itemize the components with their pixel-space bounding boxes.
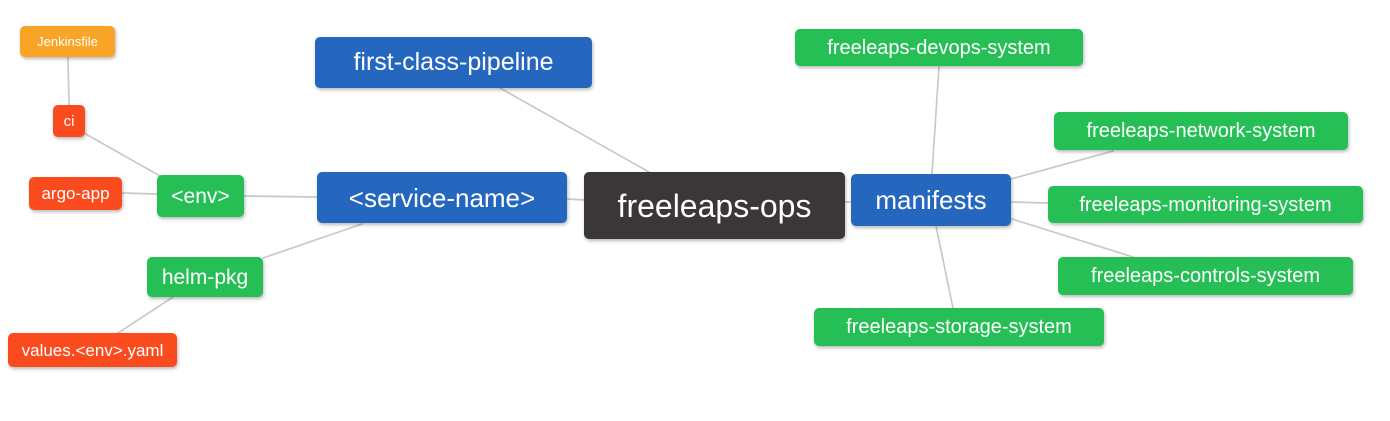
edge-manifests-to-freeleaps-monitoring-system <box>1010 201 1049 204</box>
node-jenkinsfile[interactable]: Jenkinsfile <box>20 26 115 57</box>
node-freeleaps-ops[interactable]: freeleaps-ops <box>584 172 845 239</box>
edge-manifests-to-freeleaps-controls-system <box>1011 218 1134 258</box>
node-argo-app[interactable]: argo-app <box>29 177 122 210</box>
node-ci[interactable]: ci <box>53 105 85 137</box>
node-freeleaps-devops-system[interactable]: freeleaps-devops-system <box>795 29 1083 66</box>
edge-manifests-to-freeleaps-network-system <box>1010 150 1114 180</box>
edge-jenkinsfile-to-ci <box>67 56 70 106</box>
edge-helm-pkg-to-values-env-yaml <box>117 296 174 334</box>
node-env[interactable]: <env> <box>157 175 244 217</box>
edge-argo-app-to-env <box>121 192 158 195</box>
node-freeleaps-storage-system[interactable]: freeleaps-storage-system <box>814 308 1104 346</box>
edge-manifests-to-freeleaps-storage-system <box>935 225 954 309</box>
edge-first-class-pipeline-to-freeleaps-ops <box>499 87 650 173</box>
node-manifests[interactable]: manifests <box>851 174 1011 226</box>
edge-service-name-to-freeleaps-ops <box>566 198 585 201</box>
node-freeleaps-controls-system[interactable]: freeleaps-controls-system <box>1058 257 1353 295</box>
edge-ci-to-env <box>83 132 161 177</box>
edge-service-name-to-helm-pkg <box>262 223 363 259</box>
node-first-class-pipeline[interactable]: first-class-pipeline <box>315 37 592 88</box>
node-freeleaps-monitoring-system[interactable]: freeleaps-monitoring-system <box>1048 186 1363 223</box>
node-service-name[interactable]: <service-name> <box>317 172 567 223</box>
node-freeleaps-network-system[interactable]: freeleaps-network-system <box>1054 112 1348 150</box>
edge-manifests-to-freeleaps-devops-system <box>931 65 940 175</box>
edge-env-to-service-name <box>243 195 318 198</box>
node-helm-pkg[interactable]: helm-pkg <box>147 257 263 297</box>
node-values-env-yaml[interactable]: values.<env>.yaml <box>8 333 177 367</box>
